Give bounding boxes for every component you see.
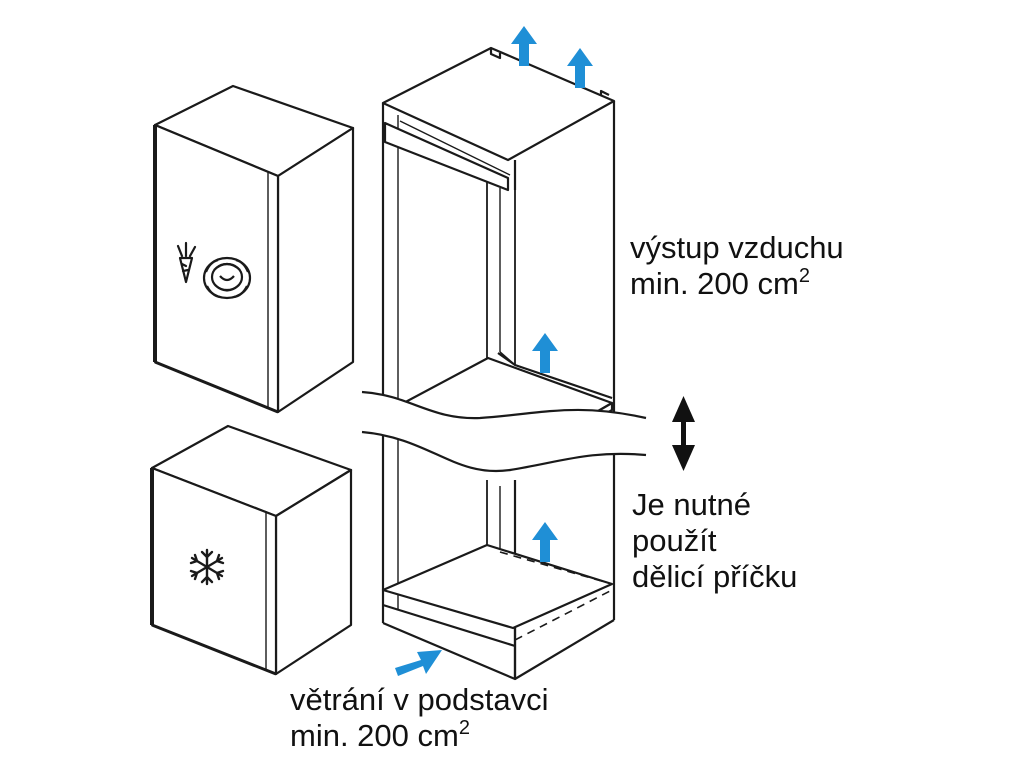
divider-note-line2: použít <box>632 523 717 558</box>
divider-note-label: Je nutné použít dělicí příčku <box>632 487 797 595</box>
airflow-arrow-lower-chamber <box>532 522 558 562</box>
air-outlet-unit-exponent: 2 <box>798 265 810 287</box>
double-arrow-vertical-icon <box>672 396 695 471</box>
plinth-vent-line2: min. 200 cm2 <box>290 718 548 754</box>
snowflake-icon <box>189 548 225 586</box>
air-outlet-line1: výstup vzduchu <box>630 230 844 265</box>
cabbage-icon <box>202 256 252 300</box>
divider-note-line3: dělicí příčku <box>632 559 798 594</box>
freezer-door-panel <box>150 424 353 676</box>
plinth-vent-area: min. 200 cm <box>290 718 459 753</box>
cabinet <box>381 46 616 681</box>
cut-break-band <box>361 390 647 473</box>
plinth-vent-line1: větrání v podstavci <box>290 682 549 717</box>
air-outlet-label: výstup vzduchu min. 200 cm2 <box>630 230 844 302</box>
air-outlet-line2: min. 200 cm2 <box>630 266 844 302</box>
carrot-icon <box>176 241 197 284</box>
fridge-door-panel <box>153 84 355 414</box>
divider-note-line1: Je nutné <box>632 487 751 522</box>
airflow-arrow-plinth <box>395 650 442 676</box>
air-outlet-area: min. 200 cm <box>630 266 799 301</box>
airflow-arrow-upper-chamber <box>532 333 558 373</box>
plinth-vent-label: větrání v podstavci min. 200 cm2 <box>290 682 548 754</box>
plinth-vent-unit-exponent: 2 <box>458 717 470 739</box>
